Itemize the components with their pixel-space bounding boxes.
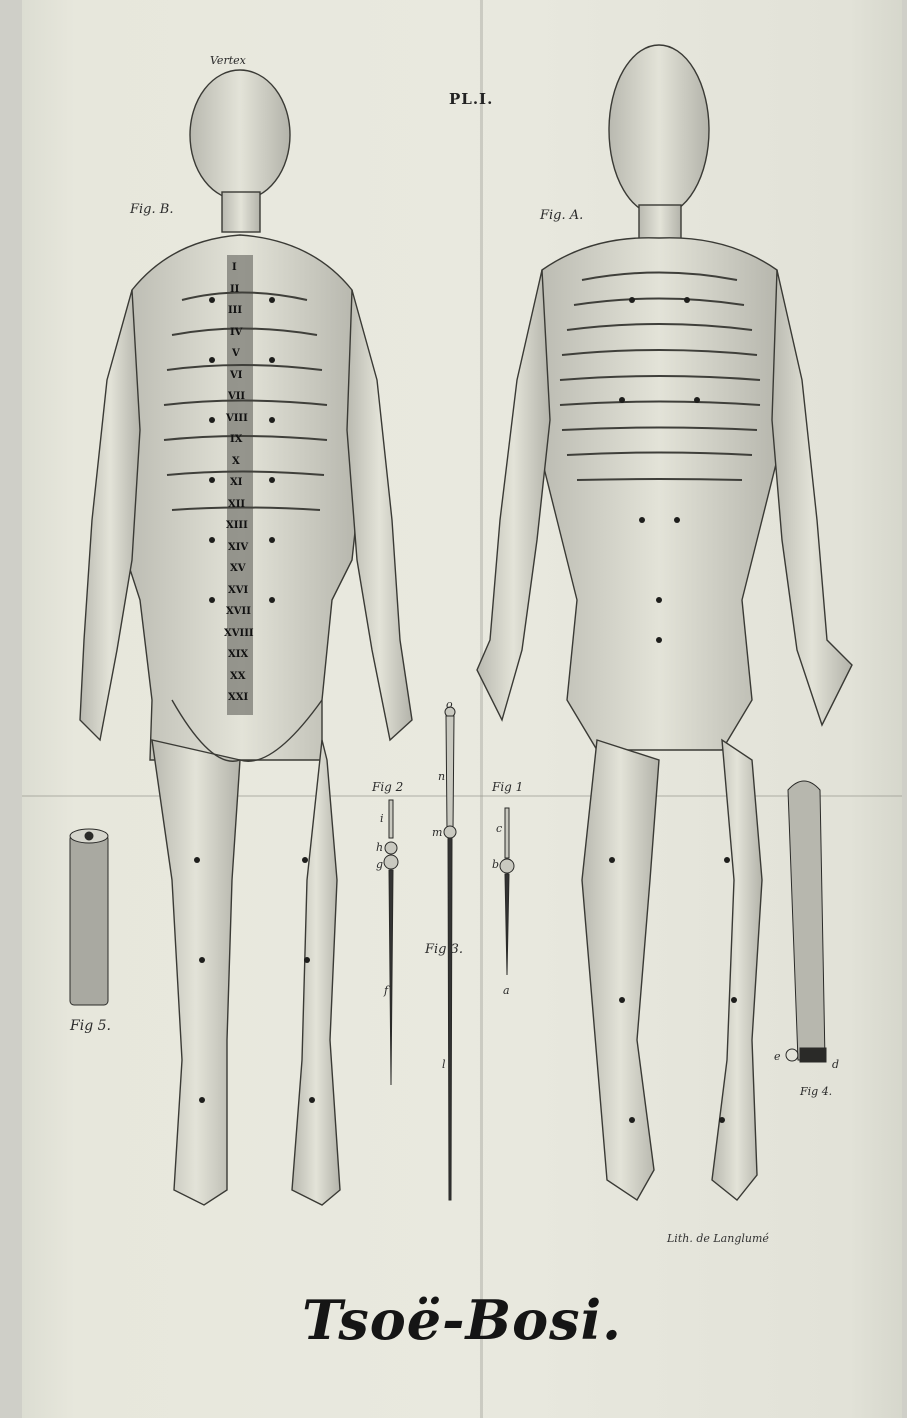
label-fig-5: Fig 5. — [70, 1018, 111, 1034]
vertebra-label: XVIII — [224, 628, 254, 639]
fig4-hammer — [786, 781, 826, 1062]
needle-letter: d — [832, 1058, 839, 1071]
needle-letter: a — [503, 984, 510, 997]
plate-page: Vertex PL.I. Fig. B. Fig. A. Fig 2 Fig 1… — [22, 0, 902, 1418]
vertebra-label: XII — [228, 499, 245, 510]
vertebra-label: XI — [230, 477, 242, 488]
vertebra-label: III — [228, 305, 242, 316]
vertebra-label: V — [232, 348, 240, 359]
vertebra-label: IX — [230, 434, 242, 445]
vertebra-label: XX — [230, 671, 246, 682]
needle-letter: o — [446, 698, 453, 711]
vertebra-label: IV — [230, 327, 242, 338]
label-vertex: Vertex — [210, 54, 246, 67]
vertebra-label: XIII — [226, 520, 248, 531]
fig5-cylinder — [70, 829, 108, 1005]
vertebra-label: X — [232, 456, 240, 467]
vertebra-label: XVI — [228, 585, 248, 596]
vertebra-label: XVII — [226, 606, 251, 617]
vertebra-label: VII — [228, 391, 245, 402]
needle-letter: f — [384, 984, 388, 997]
needle-letter: e — [774, 1050, 781, 1063]
vertebra-label: XIV — [228, 542, 248, 553]
needle-letter: b — [492, 858, 499, 871]
vertebra-label: XXI — [228, 692, 248, 703]
vertebra-label: I — [232, 262, 237, 273]
vertebra-label: VIII — [226, 413, 248, 424]
label-fig-b: Fig. B. — [130, 202, 173, 217]
vertebra-label: XIX — [228, 649, 248, 660]
vertebra-label: XV — [230, 563, 246, 574]
label-fig-3: Fig 3. — [425, 942, 463, 957]
vertebra-label: VI — [230, 370, 242, 381]
label-fig-4: Fig 4. — [800, 1085, 832, 1098]
fig2-needle — [384, 800, 398, 1085]
label-fig-1: Fig 1 — [492, 780, 523, 794]
needle-letter: g — [376, 858, 383, 871]
needle-letter: c — [496, 822, 502, 835]
figure-a-front-view — [477, 45, 852, 1200]
needle-letter: m — [432, 826, 442, 839]
vertebra-label: II — [230, 284, 239, 295]
plate-title: Tsoë-Bosi. — [22, 1288, 902, 1352]
needle-letter: n — [438, 770, 445, 783]
label-fig-a: Fig. A. — [540, 208, 583, 223]
label-fig-2: Fig 2 — [372, 780, 403, 794]
needle-letter: i — [380, 812, 384, 825]
plate-number: PL.I. — [449, 90, 493, 108]
needle-letter: h — [376, 841, 383, 854]
needle-letter: l — [442, 1058, 446, 1071]
lithographer-credit: Lith. de Langlumé — [667, 1232, 769, 1245]
